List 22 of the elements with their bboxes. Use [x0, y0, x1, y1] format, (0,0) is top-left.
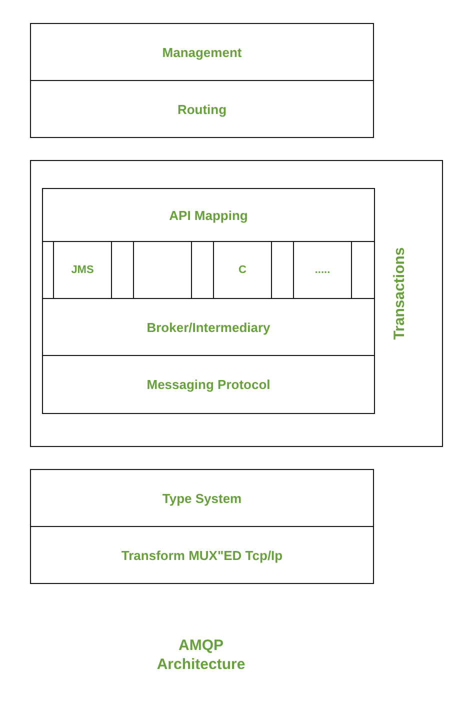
layer-box [293, 241, 352, 299]
caption: AMQP Architecture [156, 636, 246, 674]
inner-box [42, 188, 375, 414]
layer-label: C [238, 264, 246, 276]
layer-box [30, 23, 374, 81]
layer-label: Transform MUX"ED Tcp/Ip [121, 548, 283, 562]
layer-box [53, 241, 112, 299]
layer-box [30, 80, 374, 138]
layer-label: Management [162, 44, 242, 60]
side-label: Transactions [390, 247, 408, 340]
layer-label: API Mapping [169, 208, 248, 222]
layer-box [213, 241, 272, 299]
layer-label: Messaging Protocol [146, 377, 270, 392]
layer-label: ..... [314, 264, 330, 276]
group-box [30, 160, 443, 447]
layer-label: Broker/Intermediary [146, 320, 270, 334]
layer-label: JMS [71, 264, 94, 276]
layer-box [133, 241, 192, 299]
layer-label: Routing [177, 102, 227, 116]
layer-label: Type System [162, 490, 242, 506]
layer-box [30, 469, 374, 527]
layer-box [30, 526, 374, 584]
